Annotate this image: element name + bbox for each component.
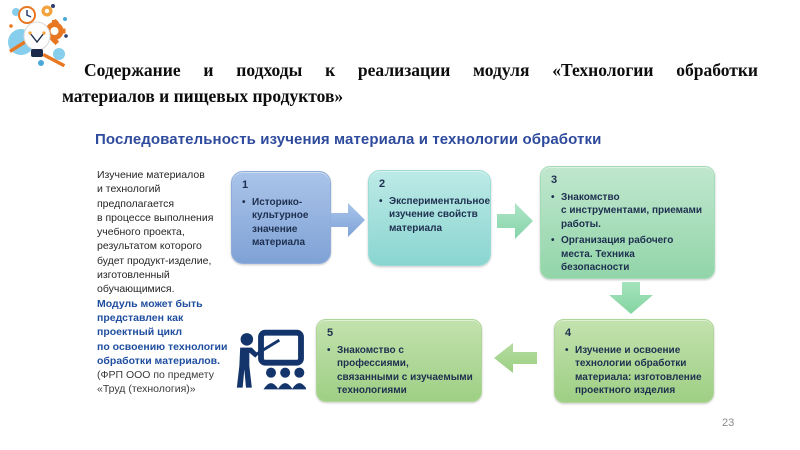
step-bullet: Историко- культурное значение материала	[242, 196, 324, 250]
step-box-2: 2 Экспериментальное изучение свойств мат…	[368, 170, 491, 266]
arrow-down-icon	[609, 282, 653, 314]
slide-title-line-2: материалов и пищевых продуктов»	[62, 86, 344, 106]
step-bullet: Экспериментальное изучение свойств матер…	[379, 195, 490, 235]
diagram-heading: Последовательность изучения материала и …	[95, 131, 602, 148]
step-number: 1	[242, 179, 249, 191]
step-box-5: 5 Знакомство с профессиями, связанными с…	[316, 319, 482, 402]
step-box-3: 3 Знакомство с инструментами, приемами р…	[540, 166, 715, 279]
step-bullet: Организация рабочего места. Техника безо…	[551, 234, 708, 274]
intro-text-block: Изучение материалов и технологий предпол…	[97, 168, 231, 397]
arrow-right-icon	[497, 203, 533, 239]
step-number: 3	[551, 174, 558, 186]
lightbulb-gears-logo-icon	[8, 4, 68, 67]
step-box-4: 4 Изучение и освоение технологии обработ…	[554, 319, 714, 403]
step-bullet: Изучение и освоение технологии обработки…	[565, 344, 707, 398]
classroom-presenter-icon	[236, 329, 306, 390]
step-bullet: Знакомство с инструментами, приемами раб…	[551, 191, 708, 231]
step-box-1: 1 Историко- культурное значение материал…	[231, 171, 331, 264]
intro-paragraph-note: (ФРП ООО по предмету «Труд (технология)»	[97, 369, 214, 396]
page-number: 23	[722, 417, 735, 429]
intro-paragraph-highlight: Модуль может быть представлен как проект…	[97, 297, 228, 367]
step-number: 5	[327, 327, 334, 339]
arrow-right-icon	[331, 203, 365, 237]
slide-title: Содержание и подходы к реализации модуля…	[62, 57, 758, 109]
step-number: 4	[565, 327, 572, 339]
step-bullet: Знакомство с профессиями, связанными с и…	[327, 344, 475, 398]
slide-title-line-1: Содержание и подходы к реализации модуля…	[84, 60, 758, 80]
step-number: 2	[379, 178, 386, 190]
intro-paragraph: Изучение материалов и технологий предпол…	[97, 169, 214, 296]
arrow-left-icon	[494, 343, 537, 373]
